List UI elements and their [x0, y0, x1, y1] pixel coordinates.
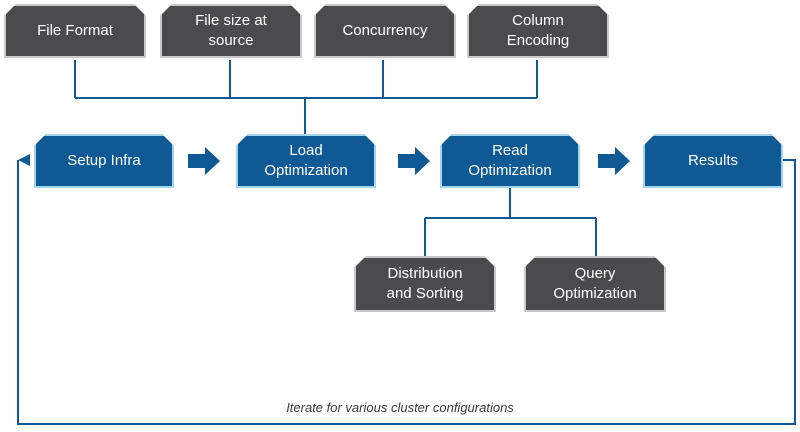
arrow-setup-to-load: [188, 147, 220, 175]
factor-label: Distribution and Sorting: [386, 265, 464, 302]
factor-distribution-sorting: Distribution and Sorting: [354, 256, 496, 312]
arrow-load-to-read: [398, 147, 430, 175]
stage-label: Load Optimization: [264, 142, 348, 179]
loop-caption: Iterate for various cluster configuratio…: [286, 400, 514, 415]
factor-query-optimization: Query Optimization: [524, 256, 666, 312]
feedback-loop-line: [17, 159, 796, 425]
factor-label: File Format: [37, 22, 113, 39]
factor-label: Concurrency: [342, 22, 428, 39]
factor-label: Column Encoding: [506, 12, 570, 49]
stage-setup-infra: Setup Infra: [34, 134, 174, 188]
feedback-arrow-head: [18, 154, 30, 166]
factor-label: File size at source: [195, 12, 267, 49]
factor-column-encoding: Column Encoding: [467, 4, 609, 58]
stage-load-optimization: Load Optimization: [236, 134, 376, 188]
factor-label: Query Optimization: [553, 265, 637, 302]
factor-file-size: File size at source: [160, 4, 302, 58]
stage-label: Results: [687, 152, 739, 169]
stage-results: Results: [643, 134, 783, 188]
stage-label: Setup Infra: [67, 152, 141, 169]
factor-concurrency: Concurrency: [314, 4, 456, 58]
factor-file-format: File Format: [4, 4, 146, 58]
arrow-read-to-results: [598, 147, 630, 175]
stage-label: Read Optimization: [468, 142, 552, 179]
stage-read-optimization: Read Optimization: [440, 134, 580, 188]
